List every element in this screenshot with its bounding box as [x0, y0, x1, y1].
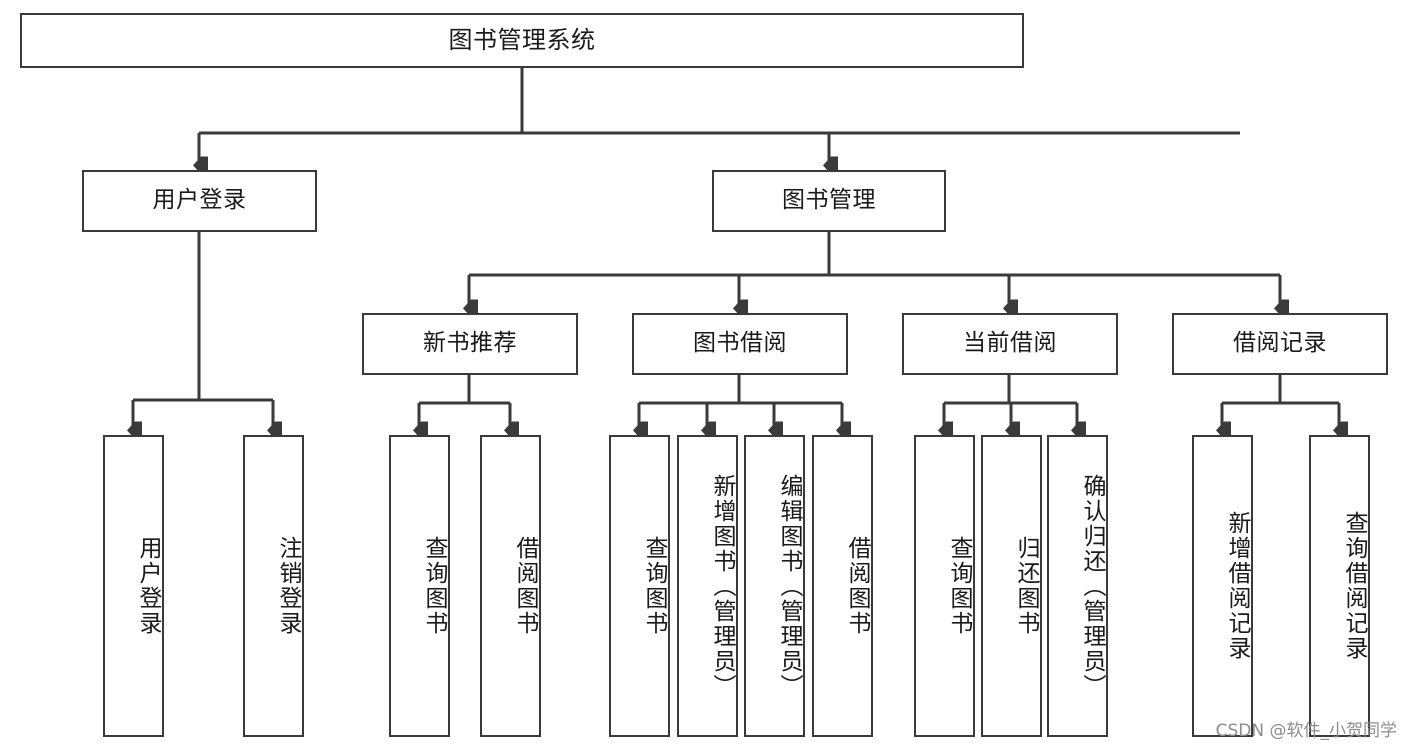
leaf-edit-book[interactable]: 编辑图书（管理员） [744, 435, 805, 737]
leaf-user-login[interactable]: 用户登录 [103, 435, 164, 737]
node-book-borrow[interactable]: 图书借阅 [632, 313, 848, 375]
csdn-watermark: CSDN @软件_小贺同学 [1215, 721, 1397, 741]
node-user-login[interactable]: 用户登录 [82, 170, 317, 232]
node-book-management[interactable]: 图书管理 [712, 170, 946, 232]
node-new-book-recommend[interactable]: 新书推荐 [362, 313, 578, 375]
node-label: 确认归还（管理员） [1079, 473, 1105, 699]
leaf-query-book-1[interactable]: 查询图书 [389, 435, 450, 737]
node-label: 新增图书（管理员） [709, 473, 735, 699]
node-label: 借阅图书 [512, 536, 538, 636]
node-label: 图书借阅 [693, 330, 787, 357]
node-label: 用户登录 [135, 536, 161, 636]
node-label: 图书管理系统 [448, 26, 596, 55]
leaf-confirm-return[interactable]: 确认归还（管理员） [1047, 435, 1108, 737]
leaf-query-record[interactable]: 查询借阅记录 [1309, 435, 1370, 737]
node-borrow-record[interactable]: 借阅记录 [1172, 313, 1388, 375]
leaf-user-logout[interactable]: 注销登录 [243, 435, 304, 737]
node-label: 当前借阅 [963, 330, 1057, 357]
node-label: 编辑图书（管理员） [776, 473, 802, 699]
leaf-query-book-2[interactable]: 查询图书 [609, 435, 670, 737]
node-label: 查询借阅记录 [1341, 511, 1367, 661]
node-label: 新书推荐 [423, 330, 517, 357]
node-label: 查询图书 [946, 536, 972, 636]
node-root-system[interactable]: 图书管理系统 [20, 13, 1024, 68]
node-label: 查询图书 [421, 536, 447, 636]
leaf-query-book-3[interactable]: 查询图书 [914, 435, 975, 737]
leaf-borrow-book-1[interactable]: 借阅图书 [480, 435, 541, 737]
node-label: 借阅图书 [844, 536, 870, 636]
node-label: 查询图书 [641, 536, 667, 636]
node-label: 注销登录 [275, 536, 301, 636]
node-label: 归还图书 [1013, 536, 1039, 636]
leaf-add-book[interactable]: 新增图书（管理员） [677, 435, 738, 737]
leaf-return-book[interactable]: 归还图书 [981, 435, 1042, 737]
node-label: 新增借阅记录 [1224, 511, 1250, 661]
leaf-add-record[interactable]: 新增借阅记录 [1192, 435, 1253, 737]
node-current-borrow[interactable]: 当前借阅 [902, 313, 1118, 375]
leaf-borrow-book-2[interactable]: 借阅图书 [812, 435, 873, 737]
node-label: 图书管理 [782, 187, 876, 214]
node-label: 用户登录 [152, 187, 247, 214]
node-label: 借阅记录 [1233, 330, 1327, 357]
